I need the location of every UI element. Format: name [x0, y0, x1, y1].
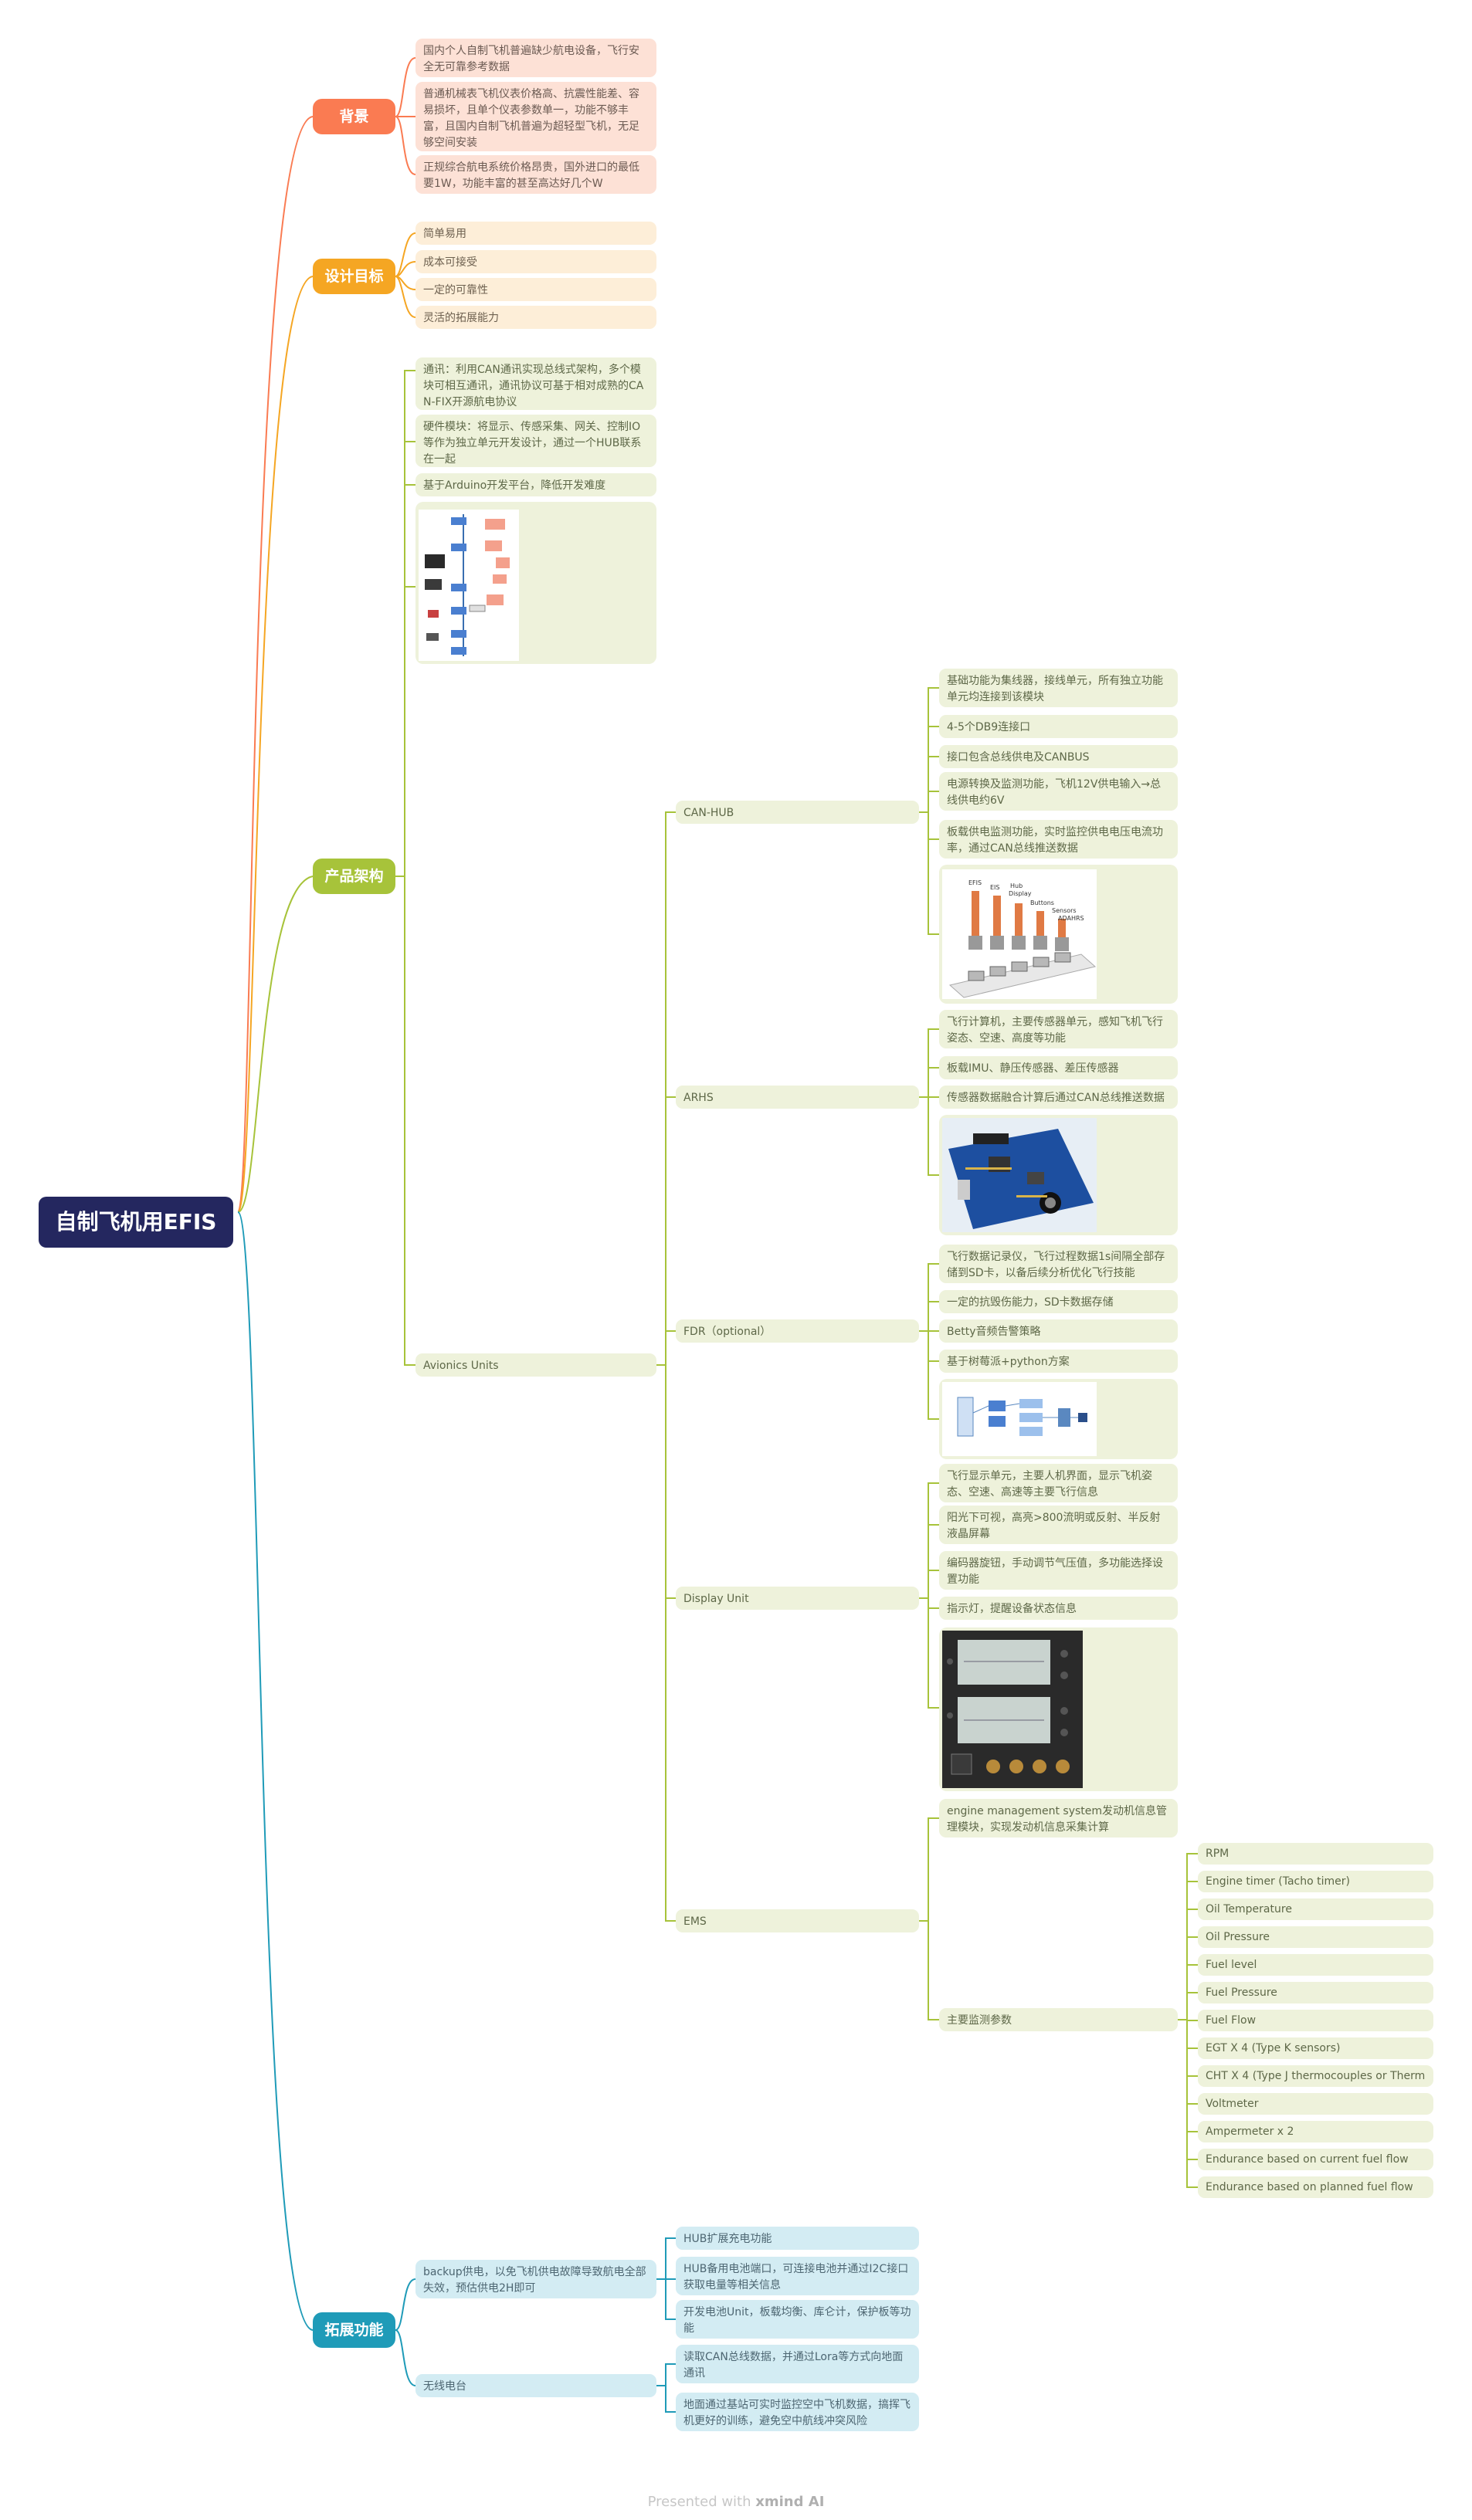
backup-item[interactable]: HUB扩展充电功能: [676, 2227, 919, 2250]
ems-item[interactable]: engine management system发动机信息管理模块，实现发动机信…: [939, 1799, 1178, 1838]
arhs-board-thumbnail: [942, 1118, 1097, 1232]
can-hub-item[interactable]: 板载供电监测功能，实时监控供电电压电流功率，通过CAN总线推送数据: [939, 820, 1178, 859]
goal-item[interactable]: 一定的可靠性: [415, 278, 656, 301]
ems-param-fuel-flow[interactable]: Fuel Flow: [1198, 2010, 1433, 2031]
fdr-item[interactable]: 飞行数据记录仪，飞行过程数据1s间隔全部存储到SD卡，以备后续分析优化飞行技能: [939, 1245, 1178, 1283]
ems-param-cht[interactable]: CHT X 4 (Type J thermocouples or Thermis…: [1198, 2065, 1433, 2087]
display-item[interactable]: 指示灯，提醒设备状态信息: [939, 1597, 1178, 1620]
goal-item[interactable]: 成本可接受: [415, 250, 656, 273]
can-hub-item[interactable]: 电源转换及监测功能，飞机12V供电输入→总线供电约6V: [939, 772, 1178, 811]
fdr-diagram-image[interactable]: [939, 1379, 1178, 1459]
fdr-item[interactable]: Betty音频告警策略: [939, 1319, 1178, 1343]
ems-param-engine-timer[interactable]: Engine timer (Tacho timer): [1198, 1871, 1433, 1892]
unit-display[interactable]: Display Unit: [676, 1587, 919, 1610]
can-hub-label-buttons: Buttons: [1030, 899, 1054, 906]
unit-ems[interactable]: EMS: [676, 1909, 919, 1932]
display-unit-graphic: [942, 1631, 1083, 1788]
presented-with-footer: Presented with xmind AI: [0, 2494, 1472, 2510]
backup-item[interactable]: HUB备用电池端口，可连接电池并通过I2C接口获取电量等相关信息: [676, 2257, 919, 2295]
background-item[interactable]: 普通机械表飞机仪表价格高、抗震性能差、容易损坏，且单个仪表参数单一，功能不够丰富…: [415, 82, 656, 151]
topic-extension[interactable]: 拓展功能: [313, 2312, 395, 2348]
avionics-units-topic[interactable]: Avionics Units: [415, 1353, 656, 1377]
ems-param-oil-temperature[interactable]: Oil Temperature: [1198, 1898, 1433, 1920]
backup-item[interactable]: 开发电池Unit，板载均衡、库仑计，保护板等功能: [676, 2300, 919, 2339]
can-hub-label-display: Display: [1009, 890, 1032, 897]
fdr-diagram-thumbnail: [942, 1382, 1097, 1456]
arhs-board-image[interactable]: [939, 1115, 1178, 1235]
arhs-board-graphic: [948, 1129, 1094, 1229]
ems-param-fuel-level[interactable]: Fuel level: [1198, 1954, 1433, 1976]
unit-arhs[interactable]: ARHS: [676, 1086, 919, 1109]
ems-param-egt[interactable]: EGT X 4 (Type K sensors): [1198, 2037, 1433, 2059]
display-item[interactable]: 阳光下可视，高亮>800流明或反射、半反射液晶屏幕: [939, 1506, 1178, 1544]
topic-design-goals[interactable]: 设计目标: [313, 259, 395, 294]
xmind-brand: xmind AI: [755, 2494, 825, 2510]
extension-backup-power[interactable]: backup供电，以免飞机供电故障导致航电全部失效，预估供电2H即可: [415, 2260, 656, 2298]
fdr-diagram-graphic: [957, 1397, 1087, 1437]
topic-background[interactable]: 背景: [313, 99, 395, 134]
goal-item[interactable]: 灵活的拓展能力: [415, 306, 656, 329]
ems-param-endurance-planned[interactable]: Endurance based on planned fuel flow: [1198, 2176, 1433, 2198]
can-hub-thumbnail: EFIS EIS Hub Display Buttons Sensors ADA…: [942, 869, 1097, 999]
ems-param-fuel-pressure[interactable]: Fuel Pressure: [1198, 1982, 1433, 2003]
background-item[interactable]: 国内个人自制飞机普遍缺少航电设备，飞行安全无可靠参考数据: [415, 39, 656, 77]
can-hub-graphic: EFIS EIS Hub Display Buttons Sensors ADA…: [948, 879, 1097, 998]
ems-param-voltmeter[interactable]: Voltmeter: [1198, 2093, 1433, 2115]
display-item[interactable]: 编码器旋钮，手动调节气压值，多功能选择设置功能: [939, 1551, 1178, 1590]
fdr-item[interactable]: 基于树莓派+python方案: [939, 1350, 1178, 1373]
ems-param-rpm[interactable]: RPM: [1198, 1843, 1433, 1865]
product-item-communication[interactable]: 通讯：利用CAN通讯实现总线式架构，多个模块可相互通讯，通讯协议可基于相对成熟的…: [415, 357, 656, 410]
architecture-diagram-graphic: [425, 514, 510, 656]
ems-parameters-topic[interactable]: 主要监测参数: [939, 2008, 1178, 2031]
goal-item[interactable]: 简单易用: [415, 222, 656, 245]
topic-product-architecture[interactable]: 产品架构: [313, 859, 395, 894]
unit-fdr[interactable]: FDR（optional）: [676, 1319, 919, 1343]
can-hub-label-hub: Hub: [1010, 882, 1023, 889]
can-hub-item[interactable]: 基础功能为集线器，接线单元，所有独立功能单元均连接到该模块: [939, 669, 1178, 707]
display-item[interactable]: 飞行显示单元，主要人机界面，显示飞机姿态、空速、高速等主要飞行信息: [939, 1464, 1178, 1502]
footer-prefix: Presented with: [647, 2494, 751, 2510]
architecture-diagram-thumbnail: [419, 510, 519, 661]
display-unit-image[interactable]: [939, 1628, 1178, 1791]
radio-item[interactable]: 地面通过基站可实时监控空中飞机数据，搞挥飞机更好的训练，避免空中航线冲突风险: [676, 2393, 919, 2431]
can-hub-item[interactable]: 接口包含总线供电及CANBUS: [939, 745, 1178, 768]
can-hub-label-adahrs: ADAHRS: [1058, 915, 1084, 922]
can-hub-label-eis: EIS: [990, 884, 1000, 891]
can-hub-item[interactable]: 4-5个DB9连接口: [939, 715, 1178, 738]
arhs-item[interactable]: 板载IMU、静压传感器、差压传感器: [939, 1056, 1178, 1079]
display-unit-thumbnail: [942, 1631, 1083, 1788]
background-item[interactable]: 正规综合航电系统价格昂贵，国外进口的最低要1W，功能丰富的甚至高达好几个W: [415, 155, 656, 194]
radio-item[interactable]: 读取CAN总线数据，并通过Lora等方式向地面通讯: [676, 2345, 919, 2383]
ems-param-endurance-current[interactable]: Endurance based on current fuel flow: [1198, 2149, 1433, 2170]
can-hub-label-efis: EFIS: [968, 879, 982, 886]
fdr-item[interactable]: 一定的抗毁伤能力，SD卡数据存储: [939, 1290, 1178, 1313]
ems-param-ampermeter[interactable]: Ampermeter x 2: [1198, 2121, 1433, 2142]
can-hub-image[interactable]: EFIS EIS Hub Display Buttons Sensors ADA…: [939, 865, 1178, 1004]
architecture-diagram-image[interactable]: [415, 502, 656, 664]
arhs-item[interactable]: 飞行计算机，主要传感器单元，感知飞机飞行姿态、空速、高度等功能: [939, 1010, 1178, 1048]
can-hub-label-sensors: Sensors: [1052, 907, 1077, 914]
unit-can-hub[interactable]: CAN-HUB: [676, 801, 919, 824]
arhs-item[interactable]: 传感器数据融合计算后通过CAN总线推送数据: [939, 1086, 1178, 1109]
product-item-arduino[interactable]: 基于Arduino开发平台，降低开发难度: [415, 473, 656, 496]
extension-wireless-radio[interactable]: 无线电台: [415, 2374, 656, 2397]
root-topic[interactable]: 自制飞机用EFIS: [39, 1197, 233, 1248]
ems-param-oil-pressure[interactable]: Oil Pressure: [1198, 1926, 1433, 1948]
product-item-hardware[interactable]: 硬件模块：将显示、传感采集、网关、控制IO等作为独立单元开发设计，通过一个HUB…: [415, 415, 656, 467]
